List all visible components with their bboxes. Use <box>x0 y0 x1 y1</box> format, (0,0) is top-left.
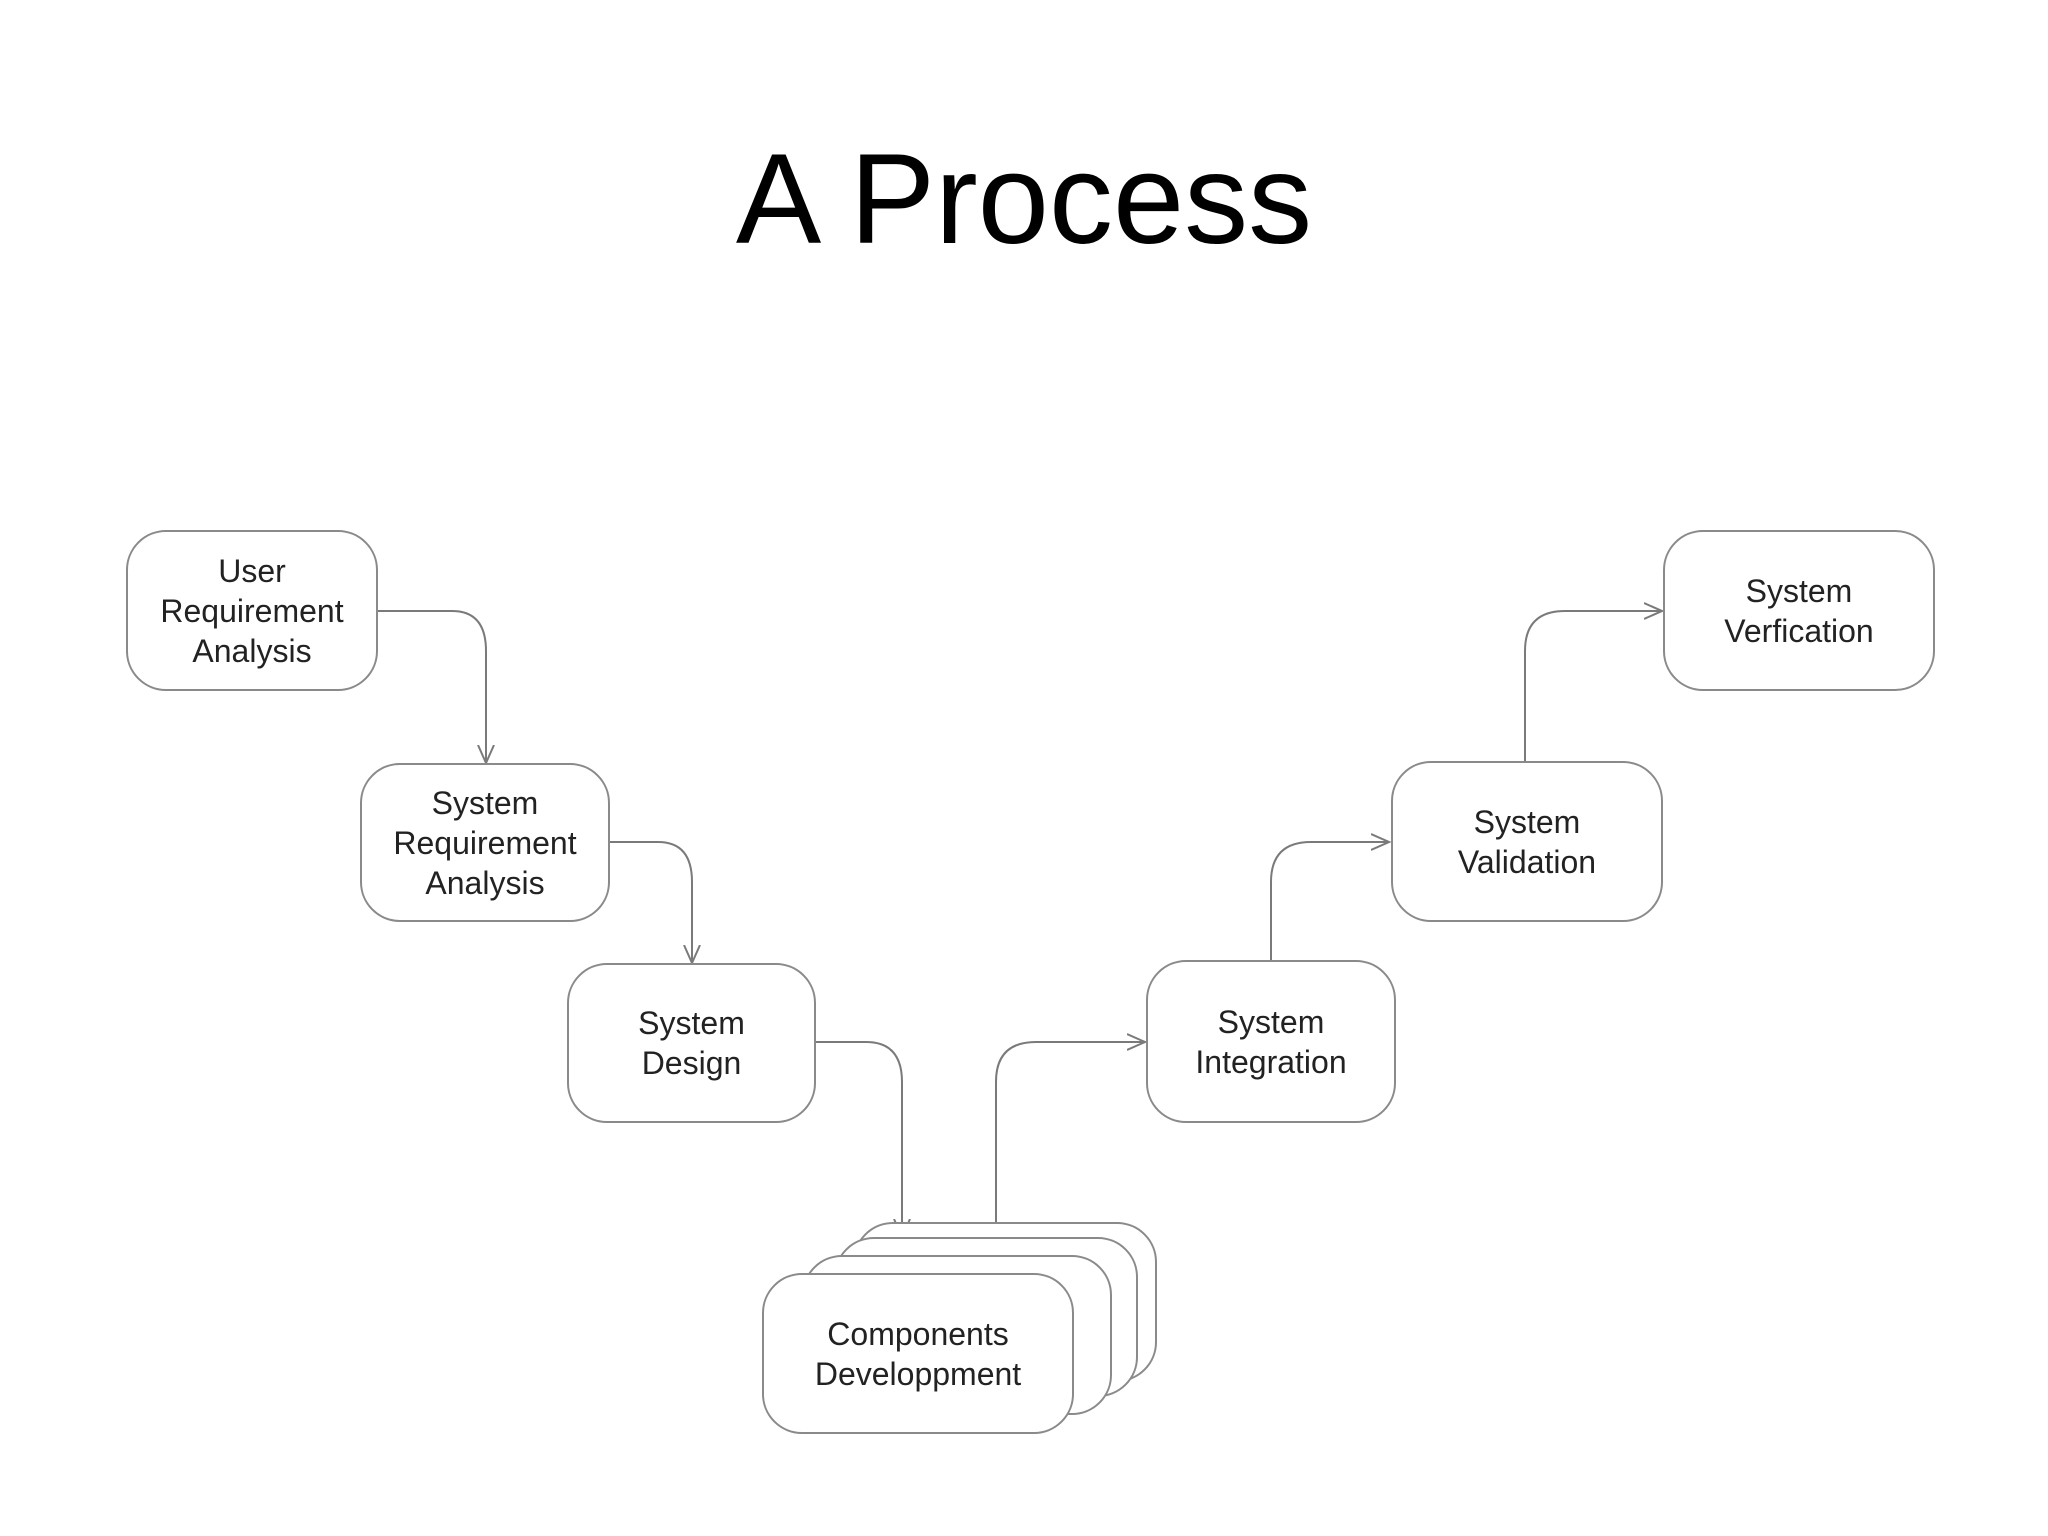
node-system-integration: System Integration <box>1146 960 1396 1123</box>
node-components-development: Components Developpment <box>762 1273 1074 1434</box>
node-user-requirement-analysis: User Requirement Analysis <box>126 530 378 691</box>
edge-sys-design-to-components <box>816 1041 902 1237</box>
edge-sys-req-to-sys-design <box>610 841 692 963</box>
node-system-requirement-analysis: System Requirement Analysis <box>360 763 610 922</box>
edge-sys-validation-to-sys-verification <box>1524 611 1662 761</box>
node-system-design: System Design <box>567 963 816 1123</box>
edge-user-req-to-sys-req <box>378 610 486 763</box>
edge-components-to-sys-integration <box>995 1042 1145 1273</box>
slide-title: A Process <box>735 128 1313 271</box>
node-system-validation: System Validation <box>1391 761 1663 922</box>
edge-sys-integration-to-sys-validation <box>1270 842 1389 960</box>
node-system-verification: System Verfication <box>1663 530 1935 691</box>
